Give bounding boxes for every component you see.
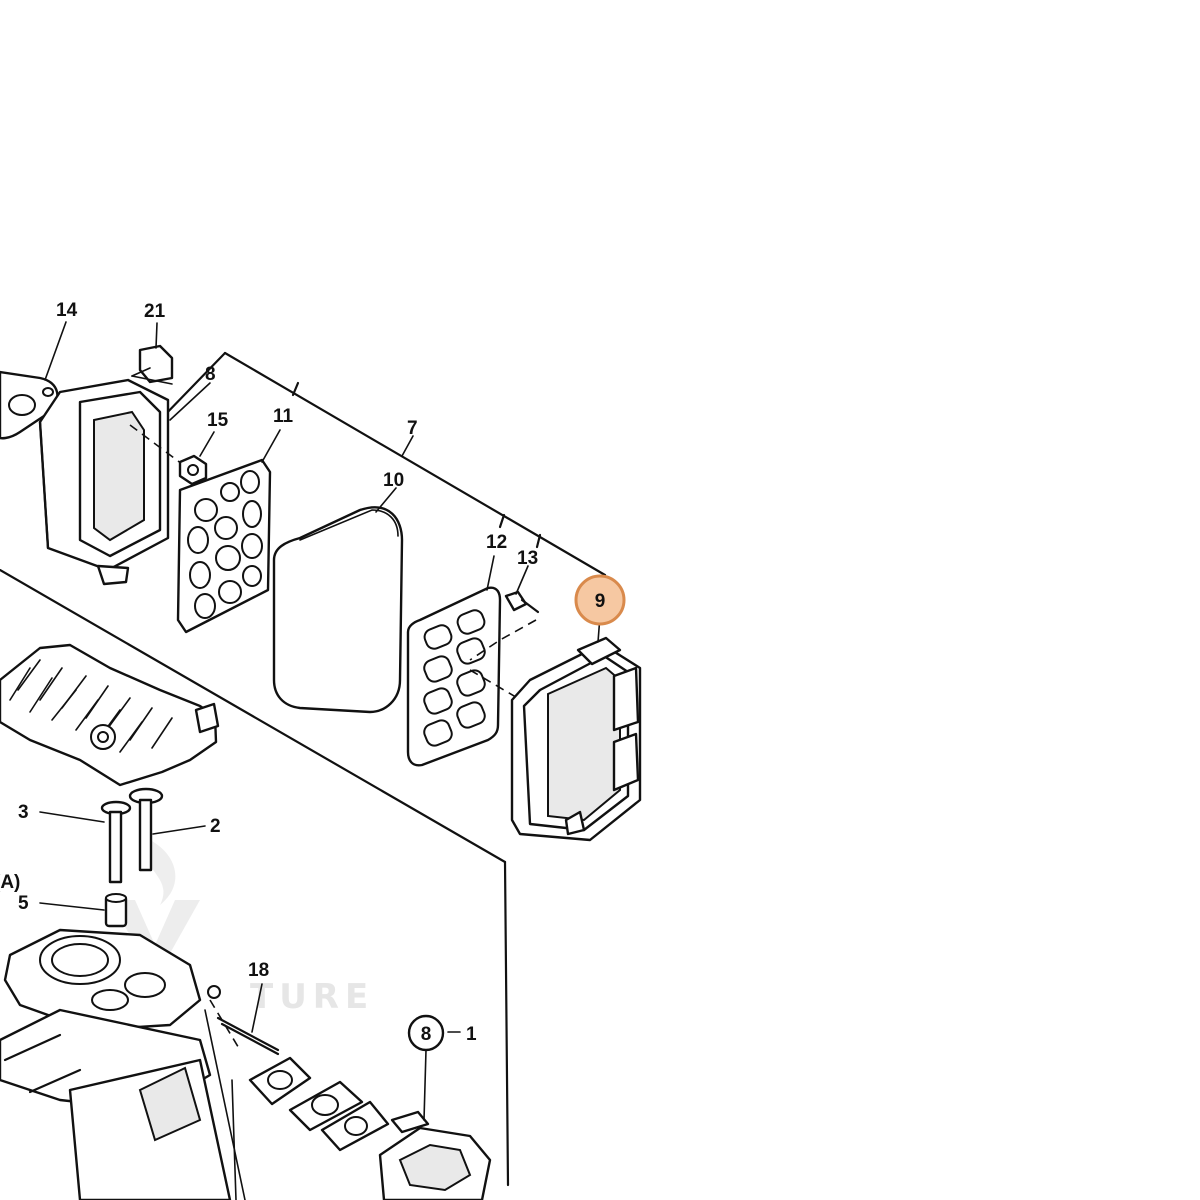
callout-9-highlight[interactable] (574, 574, 626, 626)
callout-15: 15 (207, 410, 229, 431)
callout-11: 11 (273, 406, 294, 427)
part-21-bracket (131, 322, 174, 385)
callout-a: (A) (0, 872, 20, 893)
part-14-gasket (0, 321, 67, 440)
part-18-stud (207, 983, 280, 1056)
intake-gaskets (248, 1056, 390, 1152)
watermark-text: TURE (250, 977, 374, 1017)
part-2-valve (128, 787, 206, 872)
watermark: TURE (110, 840, 374, 1017)
callout-5: 5 (18, 893, 29, 914)
callout-14: 14 (56, 300, 78, 321)
cylinder-block (0, 928, 246, 1200)
callout-10: 10 (383, 470, 404, 491)
part-8-housing (38, 378, 211, 586)
callout-21: 21 (144, 301, 166, 322)
cylinder-head (0, 643, 220, 787)
carburetor (378, 1049, 492, 1200)
callout-9: 9 (595, 591, 606, 612)
part-10-filter (272, 435, 414, 714)
callout-3: 3 (18, 802, 29, 823)
part-12-plate (406, 555, 593, 767)
assembly-lines (0, 351, 607, 1187)
part-13-screw (469, 565, 540, 661)
part-15-nut (178, 431, 215, 486)
callout-8: 8 (205, 364, 216, 385)
callout-7: 7 (407, 418, 418, 439)
part-5-sleeve (39, 893, 128, 928)
callout-1: 1 (466, 1024, 477, 1045)
part-11-screen (176, 429, 281, 634)
callout-2: 2 (210, 816, 221, 837)
callout-18: 18 (248, 960, 269, 981)
callout-8b: 8 (421, 1024, 432, 1045)
part-9-cover (510, 615, 642, 842)
part-3-valve (39, 800, 132, 884)
callout-12: 12 (486, 532, 507, 553)
callout-13: 13 (517, 548, 538, 569)
callout-8-ring (407, 1014, 445, 1052)
callouts: 14 21 8 15 11 7 10 12 13 9 3 2 (A) 5 18 … (0, 300, 626, 1052)
